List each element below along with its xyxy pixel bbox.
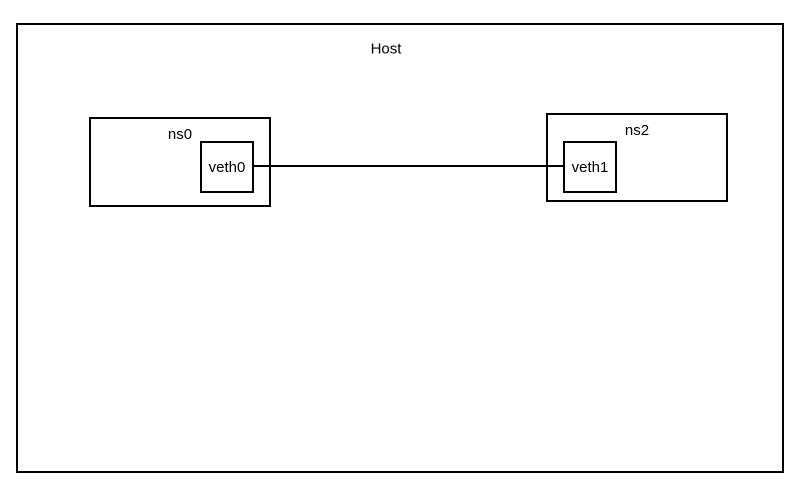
veth0-label: veth0	[208, 158, 246, 176]
veth1-label: veth1	[571, 158, 609, 176]
host-box	[16, 23, 784, 473]
veth-link-line	[254, 165, 564, 167]
namespace-ns2-label: ns2	[624, 122, 650, 139]
host-label: Host	[370, 40, 402, 58]
veth0-box: veth0	[200, 141, 254, 193]
veth1-box: veth1	[563, 141, 617, 193]
namespace-ns0-label: ns0	[167, 126, 193, 143]
